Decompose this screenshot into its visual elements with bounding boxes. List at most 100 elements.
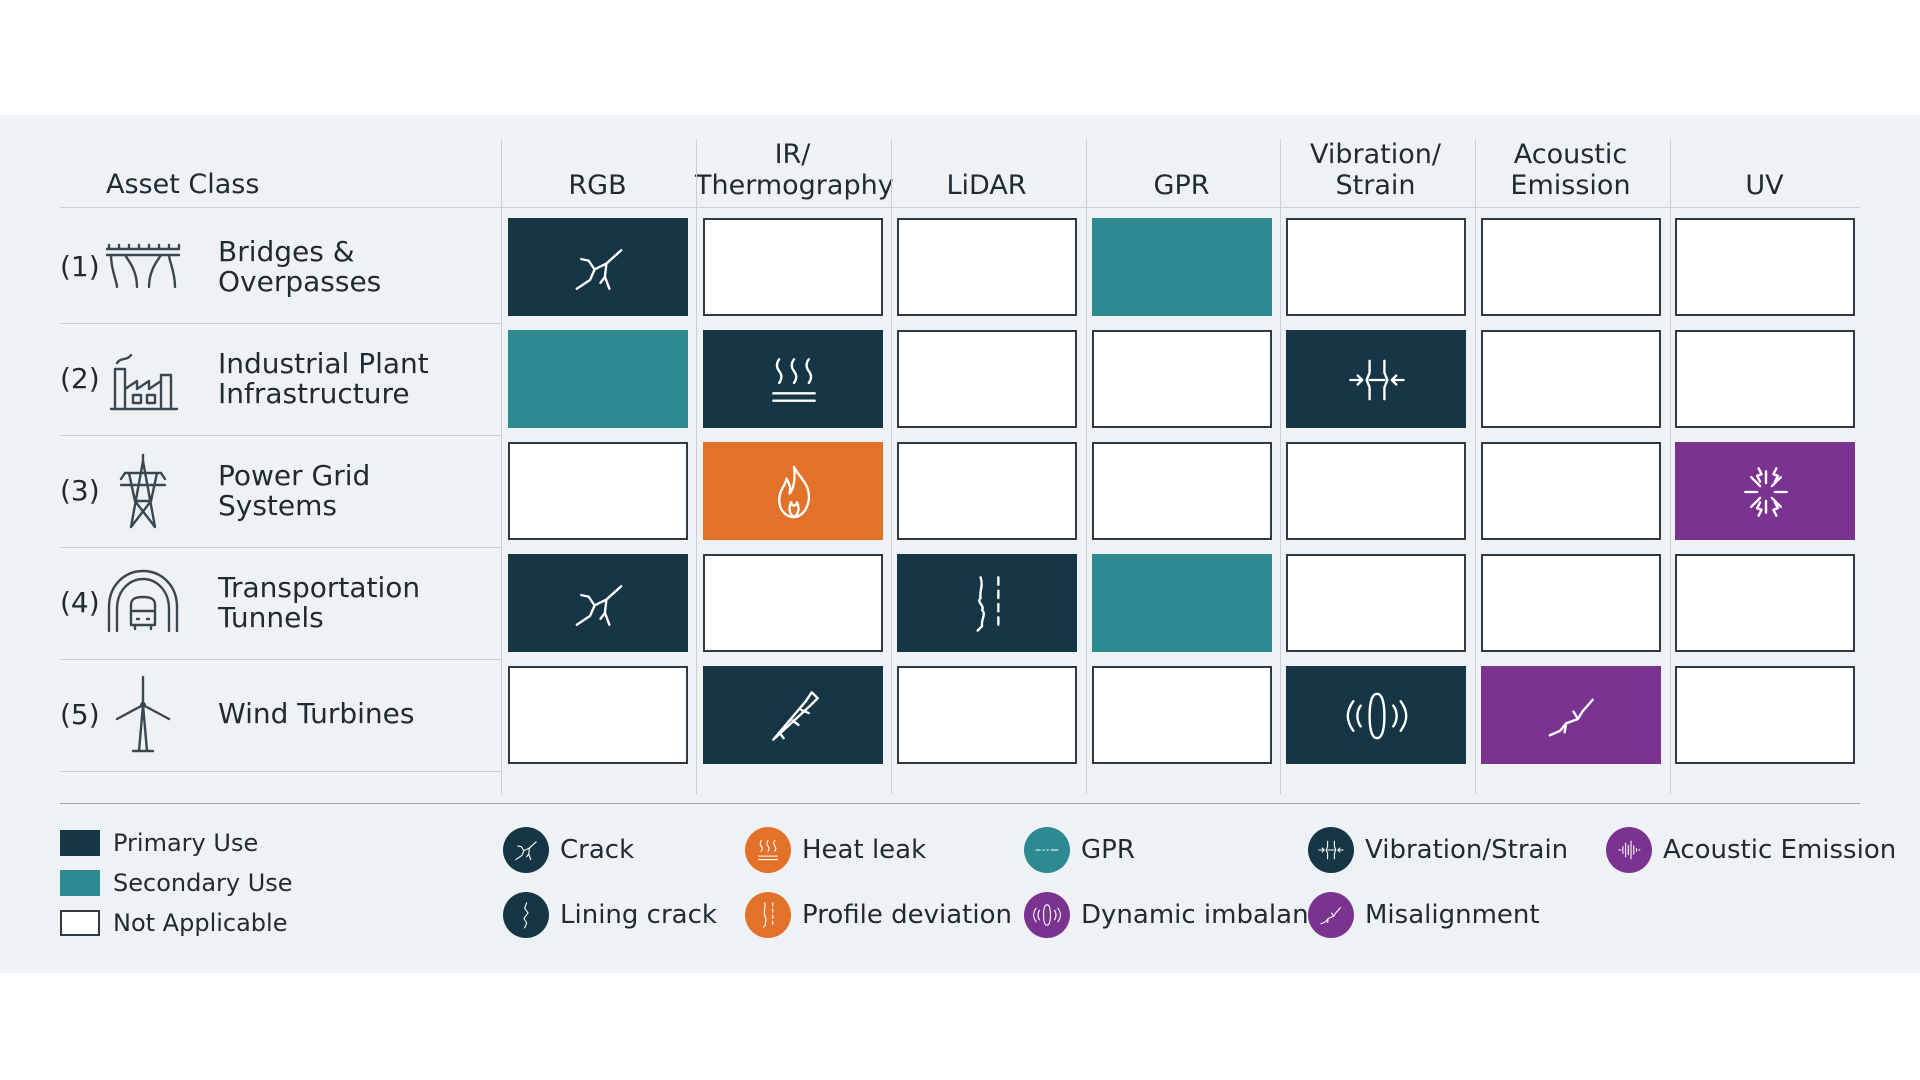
matrix-cell-primary [703,330,883,428]
asset-label: Bridges &Overpasses [218,237,498,297]
row-number: (3) [60,474,100,507]
column-divider [891,139,892,794]
matrix-cell-purple [1675,442,1855,540]
matrix-cell-none [897,666,1077,764]
blade-icon [757,679,831,753]
misalign-icon [1535,679,1609,753]
matrix-cell-purple [1481,666,1661,764]
asset-label-line2: Infrastructure [218,377,410,410]
asset-label-line2: Overpasses [218,265,382,298]
column-header-line2: Emission [1510,170,1631,201]
matrix-cell-none [1286,554,1466,652]
matrix-cell-none [1675,330,1855,428]
matrix-cell-none [1092,442,1272,540]
matrix-cell-none [1481,554,1661,652]
column-divider [1475,139,1476,794]
crack-icon [562,231,636,305]
flame-icon [757,455,831,529]
row-divider [60,771,501,772]
matrix-cell-none [897,442,1077,540]
legend-icon-label: Profile deviation [802,900,1012,930]
column-header-lidar: LiDAR [889,139,1084,201]
legend-crack-icon [503,827,549,873]
asset-label: Wind Turbines [218,699,498,729]
column-header-line1: IR/ [774,139,811,170]
legend-state-label: Secondary Use [113,869,293,897]
legend-acoustic-icon [1606,827,1652,873]
legend-imbalance-icon [1024,892,1070,938]
imbalance-icon [1340,679,1414,753]
matrix-cell-primary [1286,666,1466,764]
column-header-line2: LiDAR [946,170,1027,201]
matrix-cell-secondary [1092,554,1272,652]
matrix-cell-none [703,218,883,316]
row-divider [60,547,501,548]
row-number: (2) [60,362,100,395]
bridge-icon [103,227,183,307]
column-header-line1 [1084,139,1279,170]
legend-icon-label: Dynamic imbalance [1081,900,1339,930]
column-header-rgb: RGB [500,139,695,201]
matrix-cell-none [1481,442,1661,540]
matrix-cell-primary [703,666,883,764]
legend-state-label: Primary Use [113,829,259,857]
matrix-cell-none [1092,330,1272,428]
legend-swatch-secondary [60,870,100,896]
matrix-cell-none [1675,218,1855,316]
legend-gpr-icon [1024,827,1070,873]
matrix-cell-none [508,666,688,764]
profile-icon [951,567,1025,641]
crack-icon [562,567,636,641]
corona-icon [1729,455,1803,529]
legend-misalign-icon [1308,892,1354,938]
matrix-cell-none [703,554,883,652]
legend-state-label: Not Applicable [113,909,288,937]
column-header-line2: UV [1745,170,1784,201]
asset-label-line1: Industrial Plant [218,347,429,380]
matrix-cell-none [1092,666,1272,764]
matrix-cell-orange [703,442,883,540]
matrix-cell-none [897,218,1077,316]
power-tower-icon [103,451,183,531]
legend-icon-label: Vibration/Strain [1365,835,1569,865]
column-header-uv: UV [1667,139,1862,201]
matrix-cell-primary [897,554,1077,652]
row-divider [60,435,501,436]
column-header-line2: Thermography [695,170,894,201]
matrix-cell-secondary [508,330,688,428]
column-divider [1670,139,1671,794]
heat-icon [757,343,831,417]
row-number: (4) [60,586,100,619]
column-header-line1 [1667,139,1862,170]
vibration-icon [1340,343,1414,417]
legend-lining-icon [503,892,549,938]
matrix-cell-none [897,330,1077,428]
factory-icon [103,339,183,419]
legend-icon-label: GPR [1081,835,1135,865]
wind-turbine-icon [103,675,183,755]
row-divider [60,323,501,324]
legend-heat-icon [745,827,791,873]
legend-icon-label: Lining crack [560,900,717,930]
legend-icon-label: Acoustic Emission [1663,835,1897,865]
matrix-cell-none [1481,218,1661,316]
column-header-line1: Vibration/ [1310,139,1441,170]
asset-class-header: Asset Class [106,169,260,200]
column-header-line2: RGB [568,170,627,201]
column-header-gpr: GPR [1084,139,1279,201]
column-divider [1280,139,1281,794]
matrix-cell-none [1481,330,1661,428]
matrix-cell-none [1675,666,1855,764]
column-header-line1 [500,139,695,170]
matrix-cell-none [1286,218,1466,316]
column-header-line1: Acoustic [1513,139,1628,170]
row-divider [60,659,501,660]
asset-label-line2: Systems [218,489,337,522]
tunnel-icon [103,563,183,643]
column-header-thermography: IR/Thermography [695,139,894,201]
